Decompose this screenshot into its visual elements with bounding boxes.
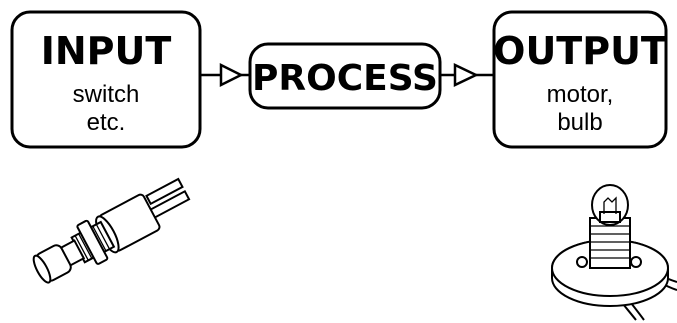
- arrowhead-icon: [219, 62, 244, 88]
- output-block: OUTPUT motor, bulb: [492, 10, 668, 149]
- input-box: [10, 10, 202, 149]
- input-line-2: etc.: [87, 109, 126, 136]
- input-line-1: switch: [73, 81, 140, 108]
- switch-cap-face: [32, 254, 52, 284]
- switch-nut: [76, 219, 109, 265]
- process-block: PROCESS: [248, 42, 442, 110]
- process-title: PROCESS: [252, 58, 438, 99]
- bulb-filament: [603, 196, 617, 214]
- output-line-1: motor,: [547, 81, 614, 108]
- input-title: INPUT: [41, 29, 172, 73]
- connector-input-process: [200, 62, 250, 88]
- output-box: [492, 10, 668, 149]
- arrowhead-icon: [453, 63, 479, 87]
- connector-process-output: [440, 63, 494, 87]
- light-bulb-in-holder-icon: [551, 184, 677, 321]
- holder-screw: [630, 256, 642, 268]
- output-line-2: bulb: [557, 109, 602, 136]
- holder-screw: [576, 256, 588, 268]
- output-title: OUTPUT: [493, 29, 667, 73]
- push-button-switch-icon: [32, 177, 191, 284]
- switch-terminal: [145, 177, 184, 206]
- bulb-neck: [599, 211, 621, 223]
- input-block: INPUT switch etc.: [10, 10, 202, 149]
